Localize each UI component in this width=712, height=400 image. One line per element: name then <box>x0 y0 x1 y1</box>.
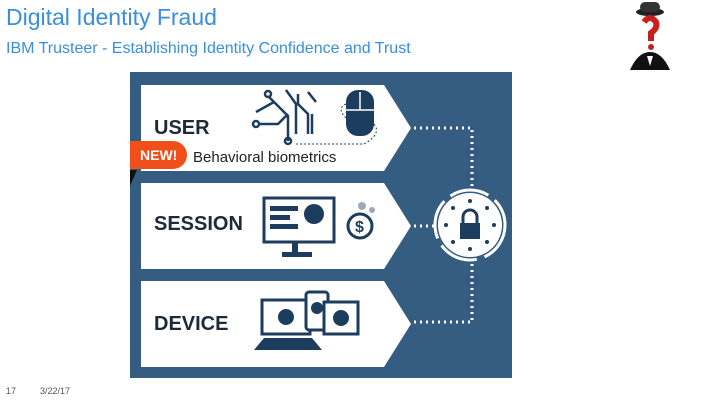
slide-date: 3/22/17 <box>40 386 71 396</box>
user-label: USER <box>154 117 210 139</box>
device-bar <box>141 281 411 367</box>
device-label: DEVICE <box>154 313 229 335</box>
devices-icon <box>254 290 360 350</box>
badge-fold <box>130 170 137 186</box>
slide-subtitle: IBM Trusteer - Establishing Identity Con… <box>6 40 411 57</box>
lock-security-cycle-icon <box>433 188 507 262</box>
monitor-session-icon: $ <box>262 196 375 257</box>
page-number: 17 <box>6 386 17 396</box>
slide-title: Digital Identity Fraud <box>6 4 217 30</box>
svg-text:$: $ <box>355 219 364 236</box>
dotted-connector-lines <box>414 126 474 324</box>
session-label: SESSION <box>154 213 243 235</box>
mascot-question-mark-icon <box>630 2 670 70</box>
brain-circuit-and-mouse-icon <box>251 89 377 146</box>
behavioral-biometrics-label: Behavioral biometrics <box>193 149 337 166</box>
new-badge: NEW! <box>130 141 187 169</box>
